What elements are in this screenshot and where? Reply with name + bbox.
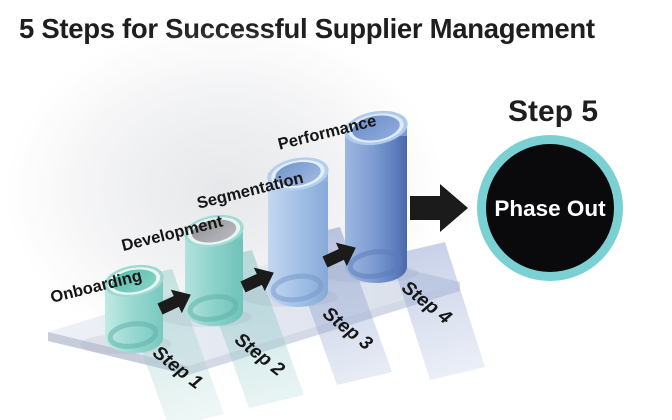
arrow-right-icon [157,289,191,315]
cylinder-step-3 [267,157,329,307]
stripe-step-4 [390,242,485,380]
step-5-group: Step 5 Phase Out [477,95,623,281]
step-5-circle [486,144,614,272]
phase-out-label: Phase Out [494,196,606,221]
cylinder-step-4 [344,110,408,283]
flow-arrows [157,184,468,315]
cylinder-step-2 [184,214,244,326]
arrow-right-large-icon [410,184,468,232]
cylinder-step-1 [104,264,164,353]
step-5-title: Step 5 [508,95,598,128]
arrow-right-icon [322,242,356,268]
arrow-right-icon [240,267,274,293]
